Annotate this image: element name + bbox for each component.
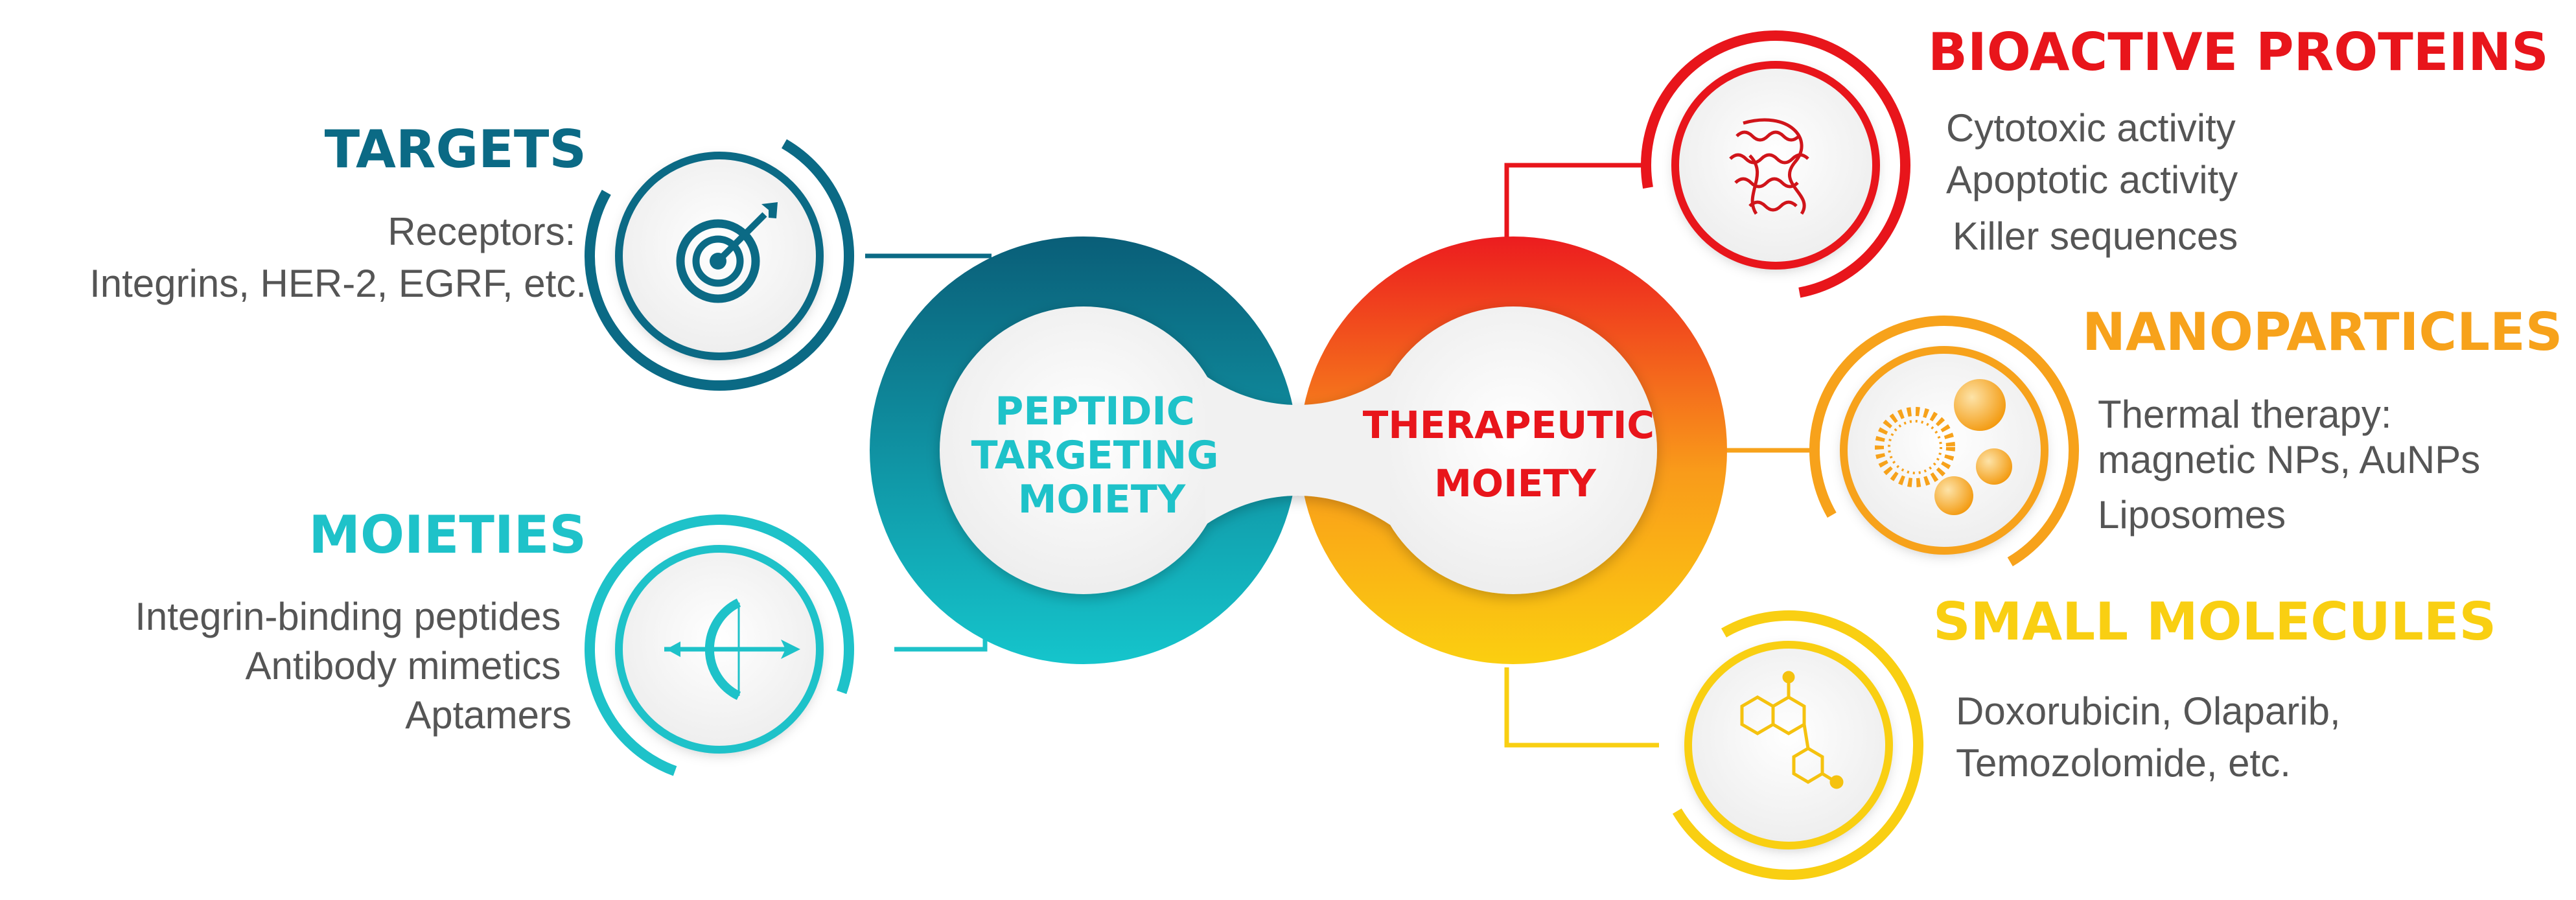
small-molecules-text: Doxorubicin, Olaparib, Temozolomide, etc… [1956, 689, 2351, 785]
moieties-text: Integrin-binding peptides Antibody mimet… [135, 595, 572, 737]
small-molecules-group: SMALL MOLECULES Doxorubicin, Olaparib, T… [1654, 592, 2496, 880]
bioactive-group: BIOACTIVE PROTEINS Cytotoxic activity Ap… [1641, 22, 2549, 300]
small-molecules-title: SMALL MOLECULES [1933, 592, 2496, 652]
nanoparticles-group: NANOPARTICLES Thermal therapy: magnetic … [1809, 302, 2562, 585]
bioactive-title: BIOACTIVE PROTEINS [1928, 22, 2549, 82]
left-hub-label: PEPTIDIC TARGETING MOIETY [971, 389, 1233, 522]
nanoparticles-title: NANOPARTICLES [2082, 302, 2562, 362]
moieties-title: MOIETIES [308, 505, 586, 565]
targets-title: TARGETS [325, 119, 586, 179]
molecule-icon [1740, 671, 1844, 789]
central-hub: PEPTIDIC TARGETING MOIETY THERAPEUTIC MO… [870, 237, 1727, 664]
targets-badge [585, 121, 854, 391]
bow-arrow-icon [664, 598, 800, 700]
bioactive-badge [1641, 30, 1910, 300]
target-icon [676, 202, 778, 303]
moieties-badge [585, 514, 854, 784]
liposome-icon [1875, 379, 2012, 515]
connector-small-molecules [1504, 667, 1659, 748]
nanoparticles-text: Thermal therapy: magnetic NPs, AuNPs Lip… [2098, 393, 2491, 537]
small-molecules-badge [1654, 610, 1923, 880]
targets-group: TARGETS Receptors: Integrins, HER-2, EGR… [89, 119, 854, 391]
nanoparticles-badge [1809, 316, 2080, 585]
protein-icon [1729, 118, 1809, 215]
connector-bioactive [1504, 163, 1646, 256]
bioactive-text: Cytotoxic activity Apoptotic activity Ki… [1946, 106, 2249, 258]
targets-text: Receptors: Integrins, HER-2, EGRF, etc. [89, 210, 586, 305]
moieties-group: MOIETIES Integrin-binding peptides Antib… [135, 505, 854, 784]
right-hub-label: THERAPEUTIC MOIETY [1363, 403, 1667, 505]
